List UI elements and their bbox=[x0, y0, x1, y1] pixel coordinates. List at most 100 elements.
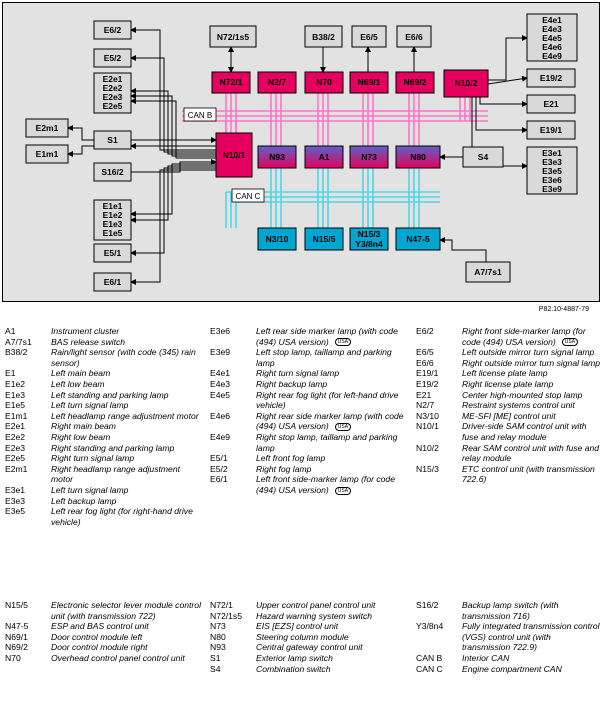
legend-description: Right main beam bbox=[51, 421, 116, 432]
label-n93: N93 bbox=[269, 152, 285, 162]
module-n15-3-y3-8n4 bbox=[349, 227, 389, 251]
legend-description: EIS [EZS] control unit bbox=[256, 621, 339, 632]
label-e3e5: E3e5 bbox=[542, 166, 562, 176]
legend-code: N15/3 bbox=[416, 463, 439, 474]
legend-description: Left headlamp range adjustment motor bbox=[51, 410, 199, 421]
legend-description: ME-SFI [ME] control unit bbox=[462, 410, 556, 421]
legend-code: E1 bbox=[5, 368, 16, 379]
legend-code: E2e5 bbox=[5, 453, 26, 464]
comp-e5-1 bbox=[93, 243, 132, 263]
diagram-frame bbox=[2, 2, 600, 302]
label-e6-5: E6/5 bbox=[360, 32, 378, 42]
module-n72-1 bbox=[211, 71, 251, 94]
legend-description: Right outside mirror turn signal lamp bbox=[462, 357, 601, 368]
label-n69-2: N69/2 bbox=[404, 77, 427, 87]
can-c-bus bbox=[225, 168, 440, 228]
legend-code: E4e1 bbox=[210, 368, 231, 379]
legend-code: CAN C bbox=[416, 663, 443, 674]
legend-description: Right stop lamp, taillamp and parking la… bbox=[256, 431, 398, 453]
legend-description: ETC control unit (with transmission 722.… bbox=[462, 463, 595, 485]
usa-badge-icon: USA bbox=[334, 338, 352, 347]
comp-e6-5 bbox=[351, 25, 387, 48]
legend-description: Left standing and parking lamp bbox=[51, 389, 169, 400]
legend-code: E2e1 bbox=[5, 421, 26, 432]
legend-description: Restraint systems control unit bbox=[462, 400, 575, 411]
legend-description: Right turn signal lamp bbox=[51, 453, 135, 464]
legend-code: E6/6 bbox=[416, 357, 434, 368]
legend-code: E3e9 bbox=[210, 347, 231, 358]
legend-description: ESP and BAS control unit bbox=[51, 621, 149, 632]
legend-code: E3e5 bbox=[5, 506, 26, 517]
legend-code: E19/1 bbox=[416, 368, 439, 379]
legend-entry: E2e1 Right main beam bbox=[5, 421, 203, 432]
legend-code: N80 bbox=[210, 631, 226, 642]
comp-e19-1 bbox=[526, 120, 576, 140]
legend-code: N3/10 bbox=[416, 410, 439, 421]
legend-code: E1m1 bbox=[5, 410, 28, 421]
label-n2-7: N2/7 bbox=[268, 77, 286, 87]
label-n80: N80 bbox=[410, 152, 426, 162]
label-e6-2: E6/2 bbox=[104, 25, 122, 35]
comp-e6-1 bbox=[93, 272, 132, 292]
legend-description: Upper control panel control unit bbox=[256, 600, 376, 610]
legend-entry: E1m1 Left headlamp range adjustment motor bbox=[5, 411, 203, 422]
label-e6-6: E6/6 bbox=[405, 32, 423, 42]
module-n10-1 bbox=[215, 132, 253, 178]
legend-code: E4e9 bbox=[210, 431, 231, 442]
label-n15-3: N15/3 bbox=[358, 229, 381, 239]
legend-code: N73 bbox=[210, 621, 226, 632]
legend-entry: E4e9 Right stop lamp, taillamp and parkin… bbox=[210, 432, 410, 453]
module-n47-5 bbox=[395, 227, 441, 251]
legend-code: E4e6 bbox=[210, 410, 231, 421]
legend-description: Right backup lamp bbox=[256, 378, 328, 389]
legend-entry: N3/10 ME-SFI [ME] control unit bbox=[416, 411, 601, 422]
legend-description: Backup lamp switch (with transmission 71… bbox=[462, 600, 559, 621]
comp-e1m1 bbox=[25, 144, 69, 164]
legend-description: Left low beam bbox=[51, 378, 105, 389]
module-n3-10 bbox=[257, 227, 297, 251]
comp-e19-2 bbox=[526, 68, 576, 88]
comp-e21 bbox=[526, 94, 576, 114]
legend-description: Left outside mirror turn signal lamp bbox=[462, 347, 595, 358]
legend-code: N69/2 bbox=[5, 642, 28, 653]
legend-code: N72/1s5 bbox=[210, 610, 243, 621]
legend-description: Right standing and parking lamp bbox=[51, 442, 175, 453]
label-e19-1: E19/1 bbox=[540, 125, 562, 135]
comp-n72-1s5 bbox=[209, 25, 257, 48]
legend-entry: N73 EIS [EZS] control unit bbox=[210, 621, 410, 632]
label-e3e3: E3e3 bbox=[542, 157, 562, 167]
legend-code: E1e3 bbox=[5, 389, 26, 400]
legend-code: E4e3 bbox=[210, 378, 231, 389]
label-n72-1: N72/1 bbox=[220, 77, 243, 87]
module-n69-1 bbox=[349, 71, 389, 94]
label-n15-5: N15/5 bbox=[313, 234, 336, 244]
legend-code: E3e6 bbox=[210, 326, 231, 336]
legend-description: Door control module left bbox=[51, 631, 143, 642]
legend-description: Engine compartment CAN bbox=[462, 663, 562, 674]
legend-code: E21 bbox=[416, 389, 432, 400]
legend-code: E6/1 bbox=[210, 474, 228, 485]
label-e6-1: E6/1 bbox=[104, 277, 122, 287]
legend-code: N15/5 bbox=[5, 600, 28, 610]
